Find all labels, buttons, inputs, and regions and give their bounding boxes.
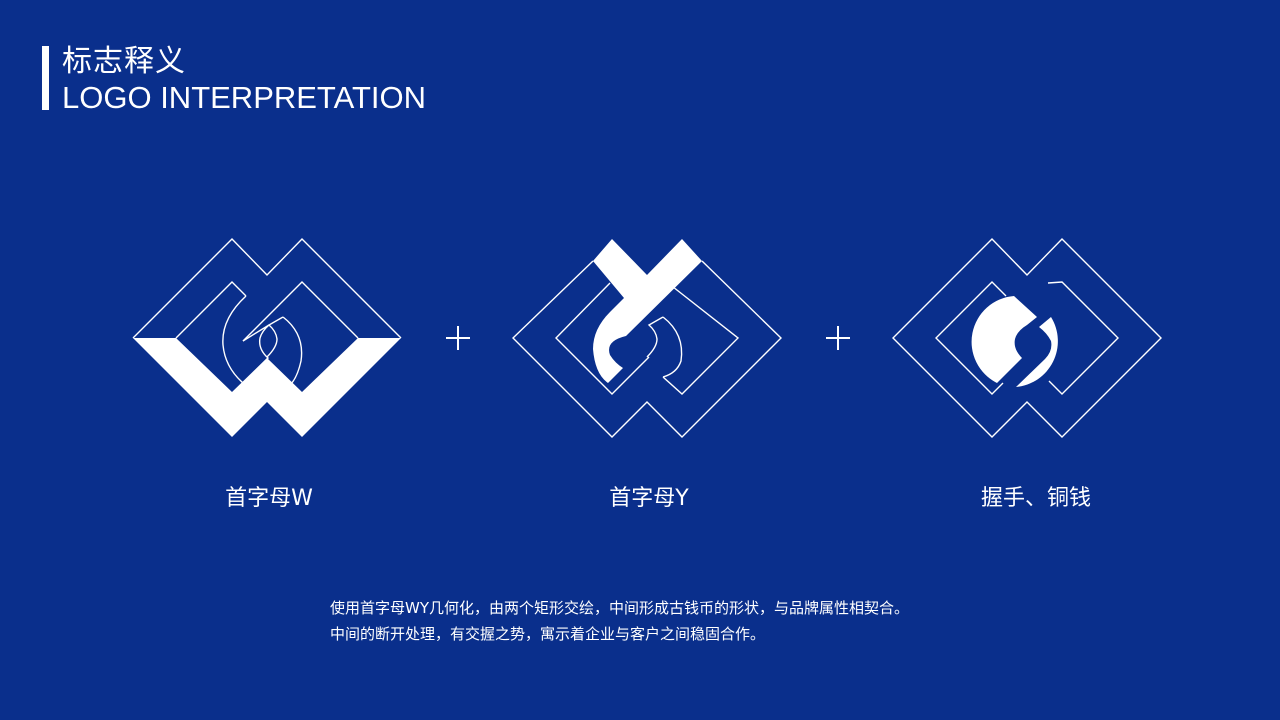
caption-letter-w: 首字母W — [225, 486, 313, 511]
description-line-2: 中间的断开处理，有交握之势，寓示着企业与客户之间稳固合作。 — [330, 625, 766, 643]
y-letter-logo-icon — [512, 239, 782, 438]
caption-letter-y: 首字母Y — [609, 486, 689, 511]
logo-handshake-coin — [891, 237, 1163, 439]
caption-handshake-coin: 握手、铜钱 — [980, 486, 1091, 511]
title-accent-bar — [42, 46, 49, 110]
handshake-coin-logo-icon — [892, 238, 1162, 438]
page-title: 标志释义 — [62, 44, 186, 79]
description: 使用首字母WY几何化，由两个矩形交绘，中间形成古钱币的形状，与品牌属性相契合。 … — [330, 595, 909, 647]
logo-letter-y — [511, 237, 783, 439]
logo-letter-w — [131, 237, 403, 439]
description-line-1: 使用首字母WY几何化，由两个矩形交绘，中间形成古钱币的形状，与品牌属性相契合。 — [330, 599, 909, 617]
plus-icon — [823, 323, 853, 353]
page-subtitle: LOGO INTERPRETATION — [62, 80, 426, 115]
w-letter-logo-icon — [132, 238, 402, 437]
plus-icon — [443, 323, 473, 353]
